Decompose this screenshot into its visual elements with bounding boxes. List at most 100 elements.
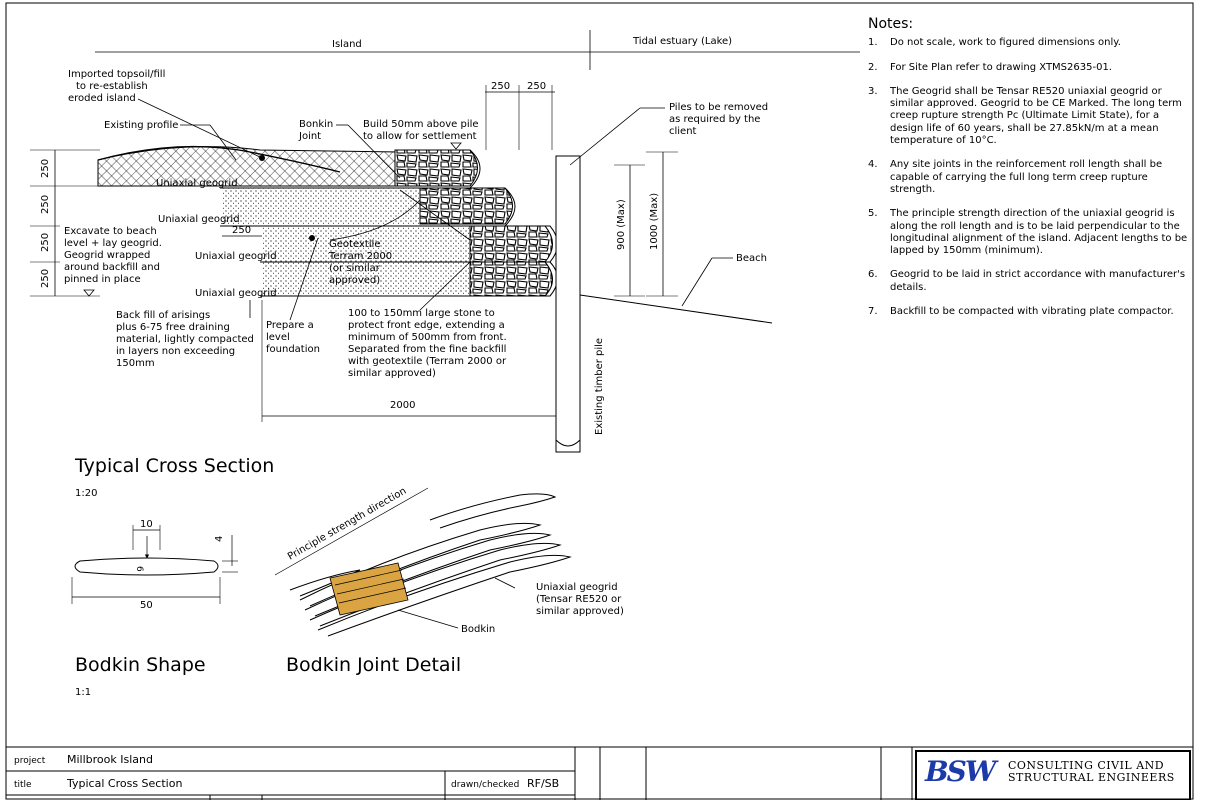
timber-pile-label: Existing timber pile xyxy=(594,338,605,435)
note-text: For Site Plan refer to drawing XTMS2635-… xyxy=(890,61,1112,73)
bonkin-line-1: Bonkin xyxy=(299,119,333,130)
joint-bodkin-label: Bodkin xyxy=(461,624,495,635)
notes-panel: Notes: 1.Do not scale, work to figured d… xyxy=(868,17,1188,330)
topsoil-line-3: eroded island xyxy=(68,93,136,104)
dim-2000: 2000 xyxy=(390,400,415,411)
title-block-lines xyxy=(6,746,1193,800)
bodkin-title: Bodkin Shape xyxy=(75,654,206,676)
geogrid-label-4: Uniaxial geogrid xyxy=(195,288,277,299)
topsoil-line-1: Imported topsoil/fill xyxy=(68,69,165,80)
cross-section-scale: 1:20 xyxy=(75,488,97,499)
piles-line-3: client xyxy=(669,126,697,137)
note-item: 7. Backfill to be compacted with vibratin… xyxy=(868,306,1188,318)
backfill-callout: Back fill of arisings plus 6-75 free dra… xyxy=(116,310,254,369)
piles-line-1: Piles to be removed xyxy=(669,102,768,113)
title-label: title xyxy=(14,780,32,790)
piles-line-2: as required by the xyxy=(669,114,760,125)
excavate-callout: Excavate to beach level + lay geogrid. G… xyxy=(64,226,162,285)
company-name: CONSULTING CIVIL AND STRUCTURAL ENGINEER… xyxy=(1008,760,1175,784)
note-text: Backfill to be compacted with vibrating … xyxy=(890,306,1174,318)
prepare-callout: Prepare a level foundation xyxy=(266,320,320,355)
geotextile-line-2: Terram 2000 xyxy=(328,251,392,262)
note-number: 6. xyxy=(868,269,878,281)
note-text: Any site joints in the reinforcement rol… xyxy=(890,159,1163,195)
company-line-1: CONSULTING CIVIL AND xyxy=(1008,759,1165,772)
topsoil-callout: Imported topsoil/fill to re-establish er… xyxy=(68,69,165,104)
cross-section: Island Tidal estuary (Lake) 250 250 Ex xyxy=(30,30,860,499)
strength-direction-label: Principle strength direction xyxy=(286,486,408,563)
note-number: 2. xyxy=(868,61,878,73)
backfill-line-3: material, lightly compacted xyxy=(116,334,254,345)
cross-section-title: Typical Cross Section xyxy=(74,455,274,477)
drawn-checked-value: RF/SB xyxy=(527,777,560,790)
bodkin-dim-6: 6 xyxy=(134,566,144,572)
dim-250-left-3: 250 xyxy=(40,233,51,252)
excavate-line-2: level + lay geogrid. xyxy=(64,238,162,249)
bodkin-dim-4: 4 xyxy=(214,536,225,542)
note-item: 5. The principle strength direction of th… xyxy=(868,208,1188,257)
bodkin-shape: 10 4 6 50 Bodkin Shape 1:1 xyxy=(71,519,238,698)
note-text: Geogrid to be laid in strict accordance … xyxy=(890,269,1186,293)
note-number: 3. xyxy=(868,85,878,97)
company-line-2: STRUCTURAL ENGINEERS xyxy=(1008,771,1175,784)
dim-250-left-1: 250 xyxy=(40,159,51,178)
dim-250-top-a: 250 xyxy=(491,81,510,92)
backfill-line-5: 150mm xyxy=(116,358,155,369)
note-text: Do not scale, work to figured dimensions… xyxy=(890,37,1121,49)
tidal-label: Tidal estuary (Lake) xyxy=(632,36,732,47)
excavate-line-3: Geogrid wrapped xyxy=(64,250,150,261)
joint-geogrid-line-1: Uniaxial geogrid xyxy=(536,582,618,593)
bodkin-dim-50: 50 xyxy=(140,600,153,611)
build-line-2: to allow for settlement xyxy=(363,131,477,142)
bsw-logo: BSW xyxy=(925,755,996,788)
stone-line-3: minimum of 500mm from front. xyxy=(348,332,507,343)
dim-250-top-b: 250 xyxy=(527,81,546,92)
bodkin-dim-10: 10 xyxy=(140,519,153,530)
stone-line-6: similar approved) xyxy=(348,368,436,379)
geotextile-line-4: approved) xyxy=(329,275,380,286)
note-text: The Geogrid shall be Tensar RE520 uniaxi… xyxy=(890,85,1182,147)
note-number: 1. xyxy=(868,37,878,49)
build-line-1: Build 50mm above pile xyxy=(363,119,479,130)
excavate-line-4: around backfill and xyxy=(64,262,160,273)
title-value: Typical Cross Section xyxy=(67,777,183,790)
stone-line-4: Separated from the fine backfill xyxy=(348,344,506,355)
note-item: 3. The Geogrid shall be Tensar RE520 unia… xyxy=(868,86,1188,147)
stone-callout: 100 to 150mm large stone to protect fron… xyxy=(348,308,507,379)
dim-900: 900 (Max) xyxy=(616,199,627,250)
geogrid-label-1: Uniaxial geogrid xyxy=(156,178,238,189)
stone-line-2: protect front edge, extending a xyxy=(348,320,505,331)
dim-1000: 1000 (Max) xyxy=(649,193,660,250)
project-label: project xyxy=(14,756,46,766)
bodkin-scale: 1:1 xyxy=(75,687,91,698)
drawn-checked-label: drawn/checked xyxy=(451,780,520,790)
note-text: The principle strength direction of the … xyxy=(890,208,1188,257)
prepare-line-2: level xyxy=(266,332,290,343)
excavate-line-1: Excavate to beach xyxy=(64,226,157,237)
note-number: 5. xyxy=(868,208,878,220)
joint-geogrid-line-2: (Tensar RE520 or xyxy=(536,594,622,605)
note-item: 6. Geogrid to be laid in strict accordanc… xyxy=(868,269,1188,294)
existing-profile-label: Existing profile xyxy=(104,120,178,131)
joint-title: Bodkin Joint Detail xyxy=(286,654,461,676)
geotextile-callout: Geotextile Terram 2000 (or similar appro… xyxy=(328,239,392,286)
geotextile-line-1: Geotextile xyxy=(329,239,380,250)
prepare-line-1: Prepare a xyxy=(266,320,314,331)
project-value: Millbrook Island xyxy=(67,753,153,766)
dim-250-inner: 250 xyxy=(232,225,251,236)
stone-line-5: with geotextile (Terram 2000 or xyxy=(348,356,507,367)
beach-label: Beach xyxy=(736,253,767,264)
prepare-line-3: foundation xyxy=(266,344,320,355)
note-number: 7. xyxy=(868,306,878,318)
dim-250-left-4: 250 xyxy=(40,269,51,288)
backfill-line-2: plus 6-75 free draining xyxy=(116,322,230,333)
bodkin-joint-detail: Principle strength direction Uniaxial ge… xyxy=(274,486,624,676)
bonkin-line-2: Joint xyxy=(298,131,321,142)
backfill-line-1: Back fill of arisings xyxy=(116,310,210,321)
geogrid-label-3: Uniaxial geogrid xyxy=(195,251,277,262)
stone-line-1: 100 to 150mm large stone to xyxy=(348,308,495,319)
note-item: 4.Any site joints in the reinforcement r… xyxy=(868,159,1188,196)
topsoil-line-2: to re-establish xyxy=(76,81,148,92)
note-item: 1. Do not scale, work to figured dimensio… xyxy=(868,37,1188,49)
